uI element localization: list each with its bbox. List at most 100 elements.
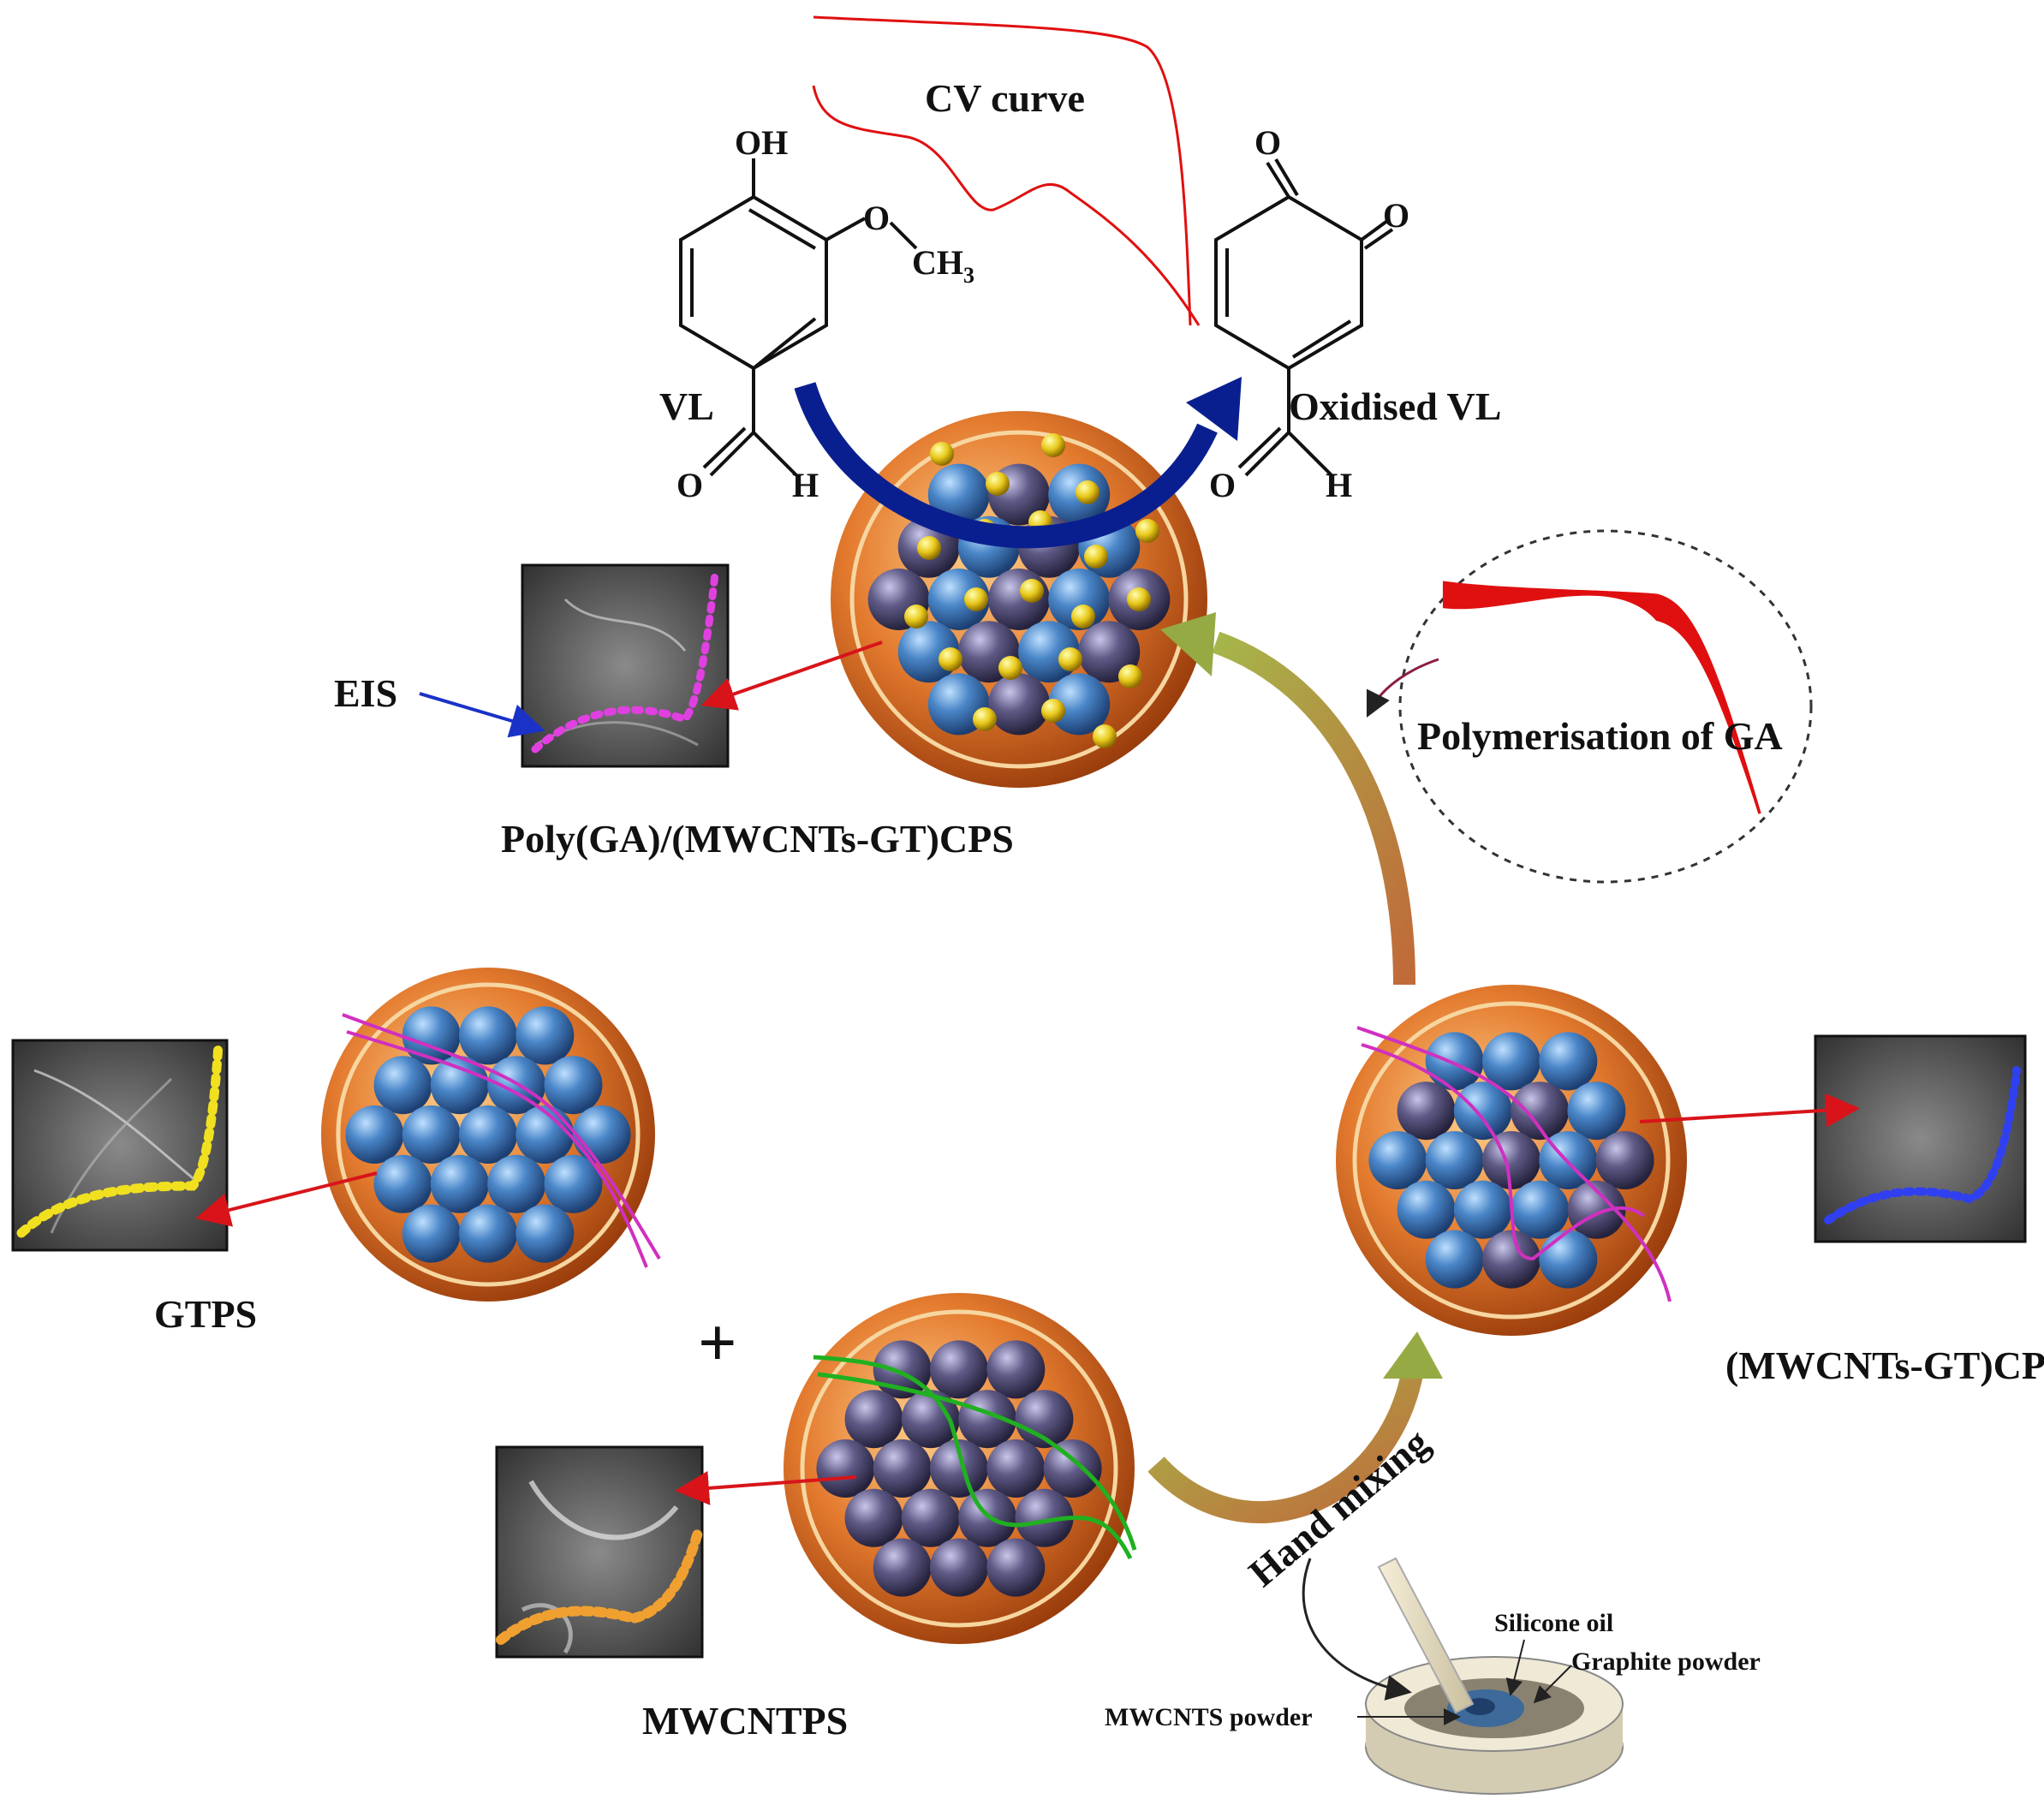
gtps-sphere	[544, 1154, 603, 1213]
oxvl-aldehyde-h: H	[1326, 466, 1352, 504]
oxvl-o-top1: O	[1254, 123, 1281, 162]
mwcnts-gt-cps-particle	[1336, 985, 1687, 1336]
polymerisation-cv-trace	[1442, 584, 1761, 814]
mwcnts-gt-cps-sphere	[1425, 1032, 1484, 1091]
oxidised-vl-label: Oxidised VL	[1289, 384, 1501, 428]
gold-nanodot	[1093, 724, 1117, 748]
oxidation-arrow	[794, 382, 1218, 549]
gold-nanodot	[986, 472, 1010, 496]
poly-cps-particle	[831, 411, 1207, 788]
graphite-powder-label: Graphite powder	[1571, 1647, 1761, 1676]
mwcnts-gt-cps-sphere	[1511, 1180, 1570, 1239]
right-to-top-arrow	[1212, 631, 1415, 986]
mwcnts-gt-cps-sphere	[1482, 1032, 1540, 1091]
gtps-sphere	[544, 1056, 603, 1115]
gtps-sem-inset	[11, 1039, 229, 1252]
mwcntps-sphere	[930, 1340, 988, 1399]
hand-mixing-arrow	[1147, 1367, 1424, 1524]
polymerisation-cv-trace	[1442, 587, 1761, 814]
mwcntps-sphere	[986, 1340, 1046, 1399]
mwcnts-gt-cps-sphere	[1397, 1081, 1456, 1141]
eis-label-arrow	[419, 692, 545, 738]
mwcntps-spheres	[816, 1340, 1102, 1597]
gtps-sphere	[430, 1056, 489, 1115]
gtps-sphere	[430, 1154, 489, 1213]
gtps-sphere	[402, 1204, 461, 1263]
gtps-sphere	[402, 1105, 461, 1164]
mwcnts-gt-cps-label: (MWCNTs-GT)CPS	[1725, 1343, 2044, 1387]
cv-curve-plot: CV curve	[812, 15, 1201, 326]
gtps-sphere	[373, 1056, 432, 1115]
mwcnts-gt-cps-sphere	[1595, 1131, 1654, 1189]
gold-nanodot	[1071, 605, 1095, 629]
polymerisation-inset: Polymerisation of GA	[1398, 529, 1813, 884]
mwcntps-sphere	[873, 1439, 932, 1498]
hand-mixing-arrowhead	[1383, 1331, 1443, 1379]
eis-arrow	[700, 640, 883, 711]
poly-cps-sphere	[1048, 673, 1111, 736]
mwcntps-sphere	[1043, 1439, 1102, 1498]
mwcntps-label: MWCNTPS	[642, 1699, 848, 1743]
gtps-sphere	[402, 1006, 461, 1065]
gold-nanodot	[998, 656, 1022, 680]
polymerisation-cv-trace	[1442, 593, 1761, 814]
polymerisation-label: Polymerisation of GA	[1417, 714, 1783, 758]
mwcnts-gt-cps-sphere	[1482, 1230, 1540, 1289]
mwcnts-gt-cps-sphere	[1539, 1230, 1598, 1289]
mwcntps-sphere	[986, 1538, 1046, 1597]
polymerisation-cv-trace	[1442, 592, 1761, 814]
vl-oh-label: OH	[735, 123, 788, 162]
mwcnts-gt-cps-sphere	[1453, 1081, 1512, 1141]
mwcnts-gt-cps-sphere	[1567, 1081, 1626, 1141]
mwcnts-gt-cps-sem-inset	[1814, 1034, 2027, 1243]
mwcntps-sphere	[1015, 1390, 1074, 1449]
poly-cps-sphere	[988, 569, 1050, 630]
mwcntps-sphere	[1015, 1488, 1074, 1547]
gtps-sphere	[515, 1204, 575, 1263]
gold-nanodot	[904, 605, 928, 629]
gold-nanodot	[1058, 647, 1082, 671]
mwcnts-powder-label: MWCNTS powder	[1105, 1703, 1313, 1731]
silicone-oil-label: Silicone oil	[1494, 1609, 1613, 1637]
gtps-particle	[321, 968, 661, 1302]
gtps-sphere	[572, 1105, 631, 1164]
mwcntps-particle	[784, 1293, 1137, 1644]
gtps-sphere	[515, 1006, 575, 1065]
gold-nanodot	[1076, 480, 1099, 504]
poly-cps-spheres	[867, 433, 1171, 748]
graphite-powder-pointer	[1533, 1665, 1572, 1704]
plus-sign: +	[698, 1306, 737, 1381]
cv-curve-label: CV curve	[925, 76, 1085, 120]
poly-cps-sphere	[927, 463, 990, 526]
mwcntps-arrow	[675, 1470, 857, 1505]
gold-nanodot	[1127, 587, 1151, 611]
vl-ch3: CH3	[912, 243, 974, 288]
mwcnts-gt-cps-spheres	[1368, 1032, 1654, 1289]
mwcnts-gt-cps-sphere	[1368, 1131, 1427, 1189]
mwcntps-sphere	[873, 1538, 932, 1597]
mwcntps-sphere	[958, 1390, 1017, 1449]
mwcnts-gt-cps-sphere	[1453, 1180, 1512, 1239]
gold-nanodot	[973, 707, 997, 731]
mwcnts-gt-cps-sphere	[1511, 1081, 1570, 1141]
gtps-label: GTPS	[154, 1292, 257, 1336]
gtps-sphere	[459, 1204, 517, 1263]
eis-sem-inset	[521, 563, 730, 768]
mwcntps-sphere	[901, 1390, 960, 1449]
mwcntps-sphere	[901, 1488, 960, 1547]
oxidation-arrowhead	[1186, 377, 1242, 441]
polymerisation-cv-trace	[1442, 592, 1761, 814]
polymerisation-cv-trace	[1442, 593, 1761, 814]
silicone-oil-pointer	[1505, 1639, 1525, 1696]
mwcnts-gt-cps-sphere	[1397, 1180, 1456, 1239]
polymerisation-cv-curves	[1442, 581, 1761, 814]
oxvl-o-top2: O	[1383, 196, 1409, 235]
gold-nanodot	[964, 587, 988, 611]
vl-label: VL	[659, 384, 714, 428]
polymerisation-cv-trace	[1442, 592, 1761, 814]
gtps-sphere	[487, 1154, 546, 1213]
polymerisation-cv-trace	[1442, 592, 1761, 814]
mwcnts-gt-cps-sphere	[1539, 1032, 1598, 1091]
polymerisation-cv-trace	[1442, 593, 1761, 814]
